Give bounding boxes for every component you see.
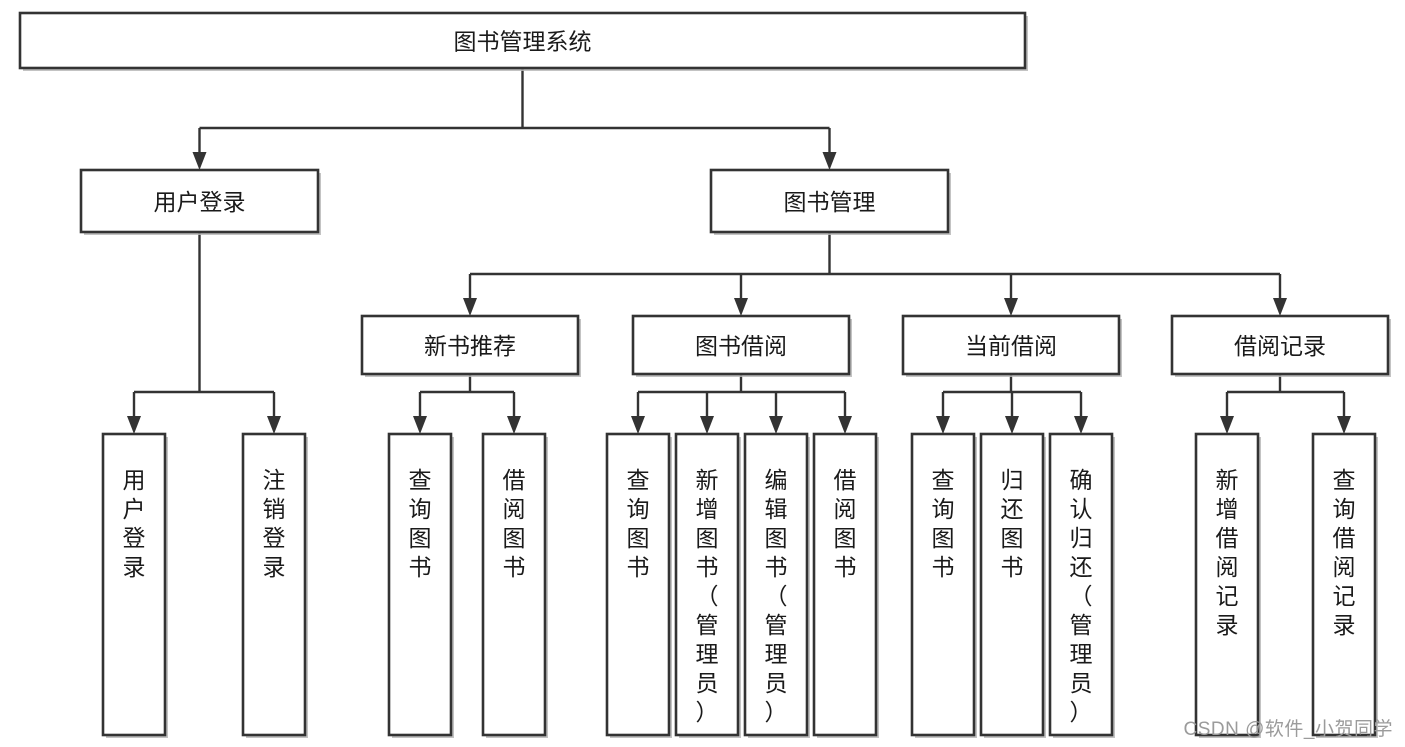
node-query-borrow-record[interactable]: 查询借阅记录 (1311, 432, 1378, 738)
arrow-head-icon (1004, 298, 1018, 316)
node-label: 确认归还（管理员） (1070, 467, 1093, 725)
node-layer: 图书管理系统用户登录用户登录注销登录图书管理新书推荐查询图书借阅图书图书借阅查询… (18, 11, 1391, 738)
node-new-book-recommend[interactable]: 新书推荐 (360, 314, 581, 377)
node-rect[interactable] (481, 432, 547, 737)
arrow-head-icon (127, 416, 141, 434)
node-book-management[interactable]: 图书管理 (709, 168, 951, 235)
node-rect[interactable] (901, 314, 1121, 376)
node-query-book-1[interactable]: 查询图书 (387, 432, 454, 738)
arrow-head-icon (822, 152, 837, 170)
node-user-login[interactable]: 用户登录 (79, 168, 321, 235)
arrow-head-icon (1337, 416, 1351, 434)
node-rect[interactable] (631, 314, 851, 376)
arrow-head-icon (413, 416, 427, 434)
node-rect[interactable] (910, 432, 976, 737)
node-borrow-book-2[interactable]: 借阅图书 (812, 432, 879, 738)
node-label: 图书借阅 (695, 333, 787, 359)
node-rect[interactable] (79, 168, 320, 234)
node-confirm-return-admin[interactable]: 确认归还（管理员） (1048, 432, 1115, 738)
arrow-head-icon (507, 416, 521, 434)
node-add-borrow-record[interactable]: 新增借阅记录 (1194, 432, 1261, 738)
node-return-book[interactable]: 归还图书 (979, 432, 1046, 738)
arrow-head-icon (1074, 416, 1088, 434)
arrow-head-icon (838, 416, 852, 434)
arrow-head-icon (700, 416, 714, 434)
node-label: 图书管理系统 (454, 29, 592, 55)
node-label: 借阅图书 (834, 467, 857, 580)
node-rect[interactable] (812, 432, 878, 737)
arrow-head-icon (769, 416, 783, 434)
node-rect[interactable] (979, 432, 1045, 737)
arrow-head-icon (1005, 416, 1019, 434)
node-label: 新增图书（管理员） (696, 467, 719, 725)
arrow-head-icon (734, 298, 748, 316)
node-rect[interactable] (101, 432, 167, 737)
node-label: 图书管理 (784, 189, 876, 215)
node-borrow-record[interactable]: 借阅记录 (1170, 314, 1391, 377)
node-label: 查询图书 (627, 467, 650, 580)
node-label: 归还图书 (1001, 467, 1024, 580)
node-label: 借阅记录 (1234, 333, 1326, 359)
node-rect[interactable] (674, 432, 740, 737)
node-book-borrow[interactable]: 图书借阅 (631, 314, 852, 377)
node-rect[interactable] (709, 168, 950, 234)
arrow-head-icon (192, 152, 207, 170)
node-edit-book-admin[interactable]: 编辑图书（管理员） (743, 432, 810, 738)
node-label: 注销登录 (263, 467, 286, 580)
node-rect[interactable] (387, 432, 453, 737)
arrow-head-icon (936, 416, 950, 434)
node-label: 新书推荐 (424, 333, 516, 359)
arrow-head-icon (267, 416, 281, 434)
arrow-head-icon (463, 298, 477, 316)
node-label: 查询图书 (932, 467, 955, 580)
node-label: 查询图书 (409, 467, 432, 580)
node-user-login-do[interactable]: 用户登录 (101, 432, 168, 738)
node-root-system[interactable]: 图书管理系统 (18, 11, 1028, 71)
arrow-head-icon (1220, 416, 1234, 434)
node-rect[interactable] (1194, 432, 1260, 737)
node-rect[interactable] (1048, 432, 1114, 737)
node-label: 编辑图书（管理员） (765, 467, 788, 725)
node-label: 用户登录 (123, 467, 146, 580)
connector-layer (127, 68, 1351, 434)
node-rect[interactable] (18, 11, 1027, 70)
node-rect[interactable] (1311, 432, 1377, 737)
node-label: 查询借阅记录 (1333, 467, 1356, 638)
arrow-head-icon (631, 416, 645, 434)
node-rect[interactable] (1170, 314, 1390, 376)
node-add-book-admin[interactable]: 新增图书（管理员） (674, 432, 741, 738)
node-user-logout[interactable]: 注销登录 (241, 432, 308, 738)
node-rect[interactable] (605, 432, 671, 737)
node-rect[interactable] (743, 432, 809, 737)
node-borrow-book-1[interactable]: 借阅图书 (481, 432, 548, 738)
node-query-book-2[interactable]: 查询图书 (605, 432, 672, 738)
node-query-book-3[interactable]: 查询图书 (910, 432, 977, 738)
node-rect[interactable] (360, 314, 580, 376)
node-label: 新增借阅记录 (1216, 467, 1239, 638)
node-label: 当前借阅 (965, 333, 1057, 359)
arrow-head-icon (1273, 298, 1287, 316)
node-label: 用户登录 (154, 189, 246, 215)
node-current-borrow[interactable]: 当前借阅 (901, 314, 1122, 377)
node-rect[interactable] (241, 432, 307, 737)
node-label: 借阅图书 (503, 467, 526, 580)
